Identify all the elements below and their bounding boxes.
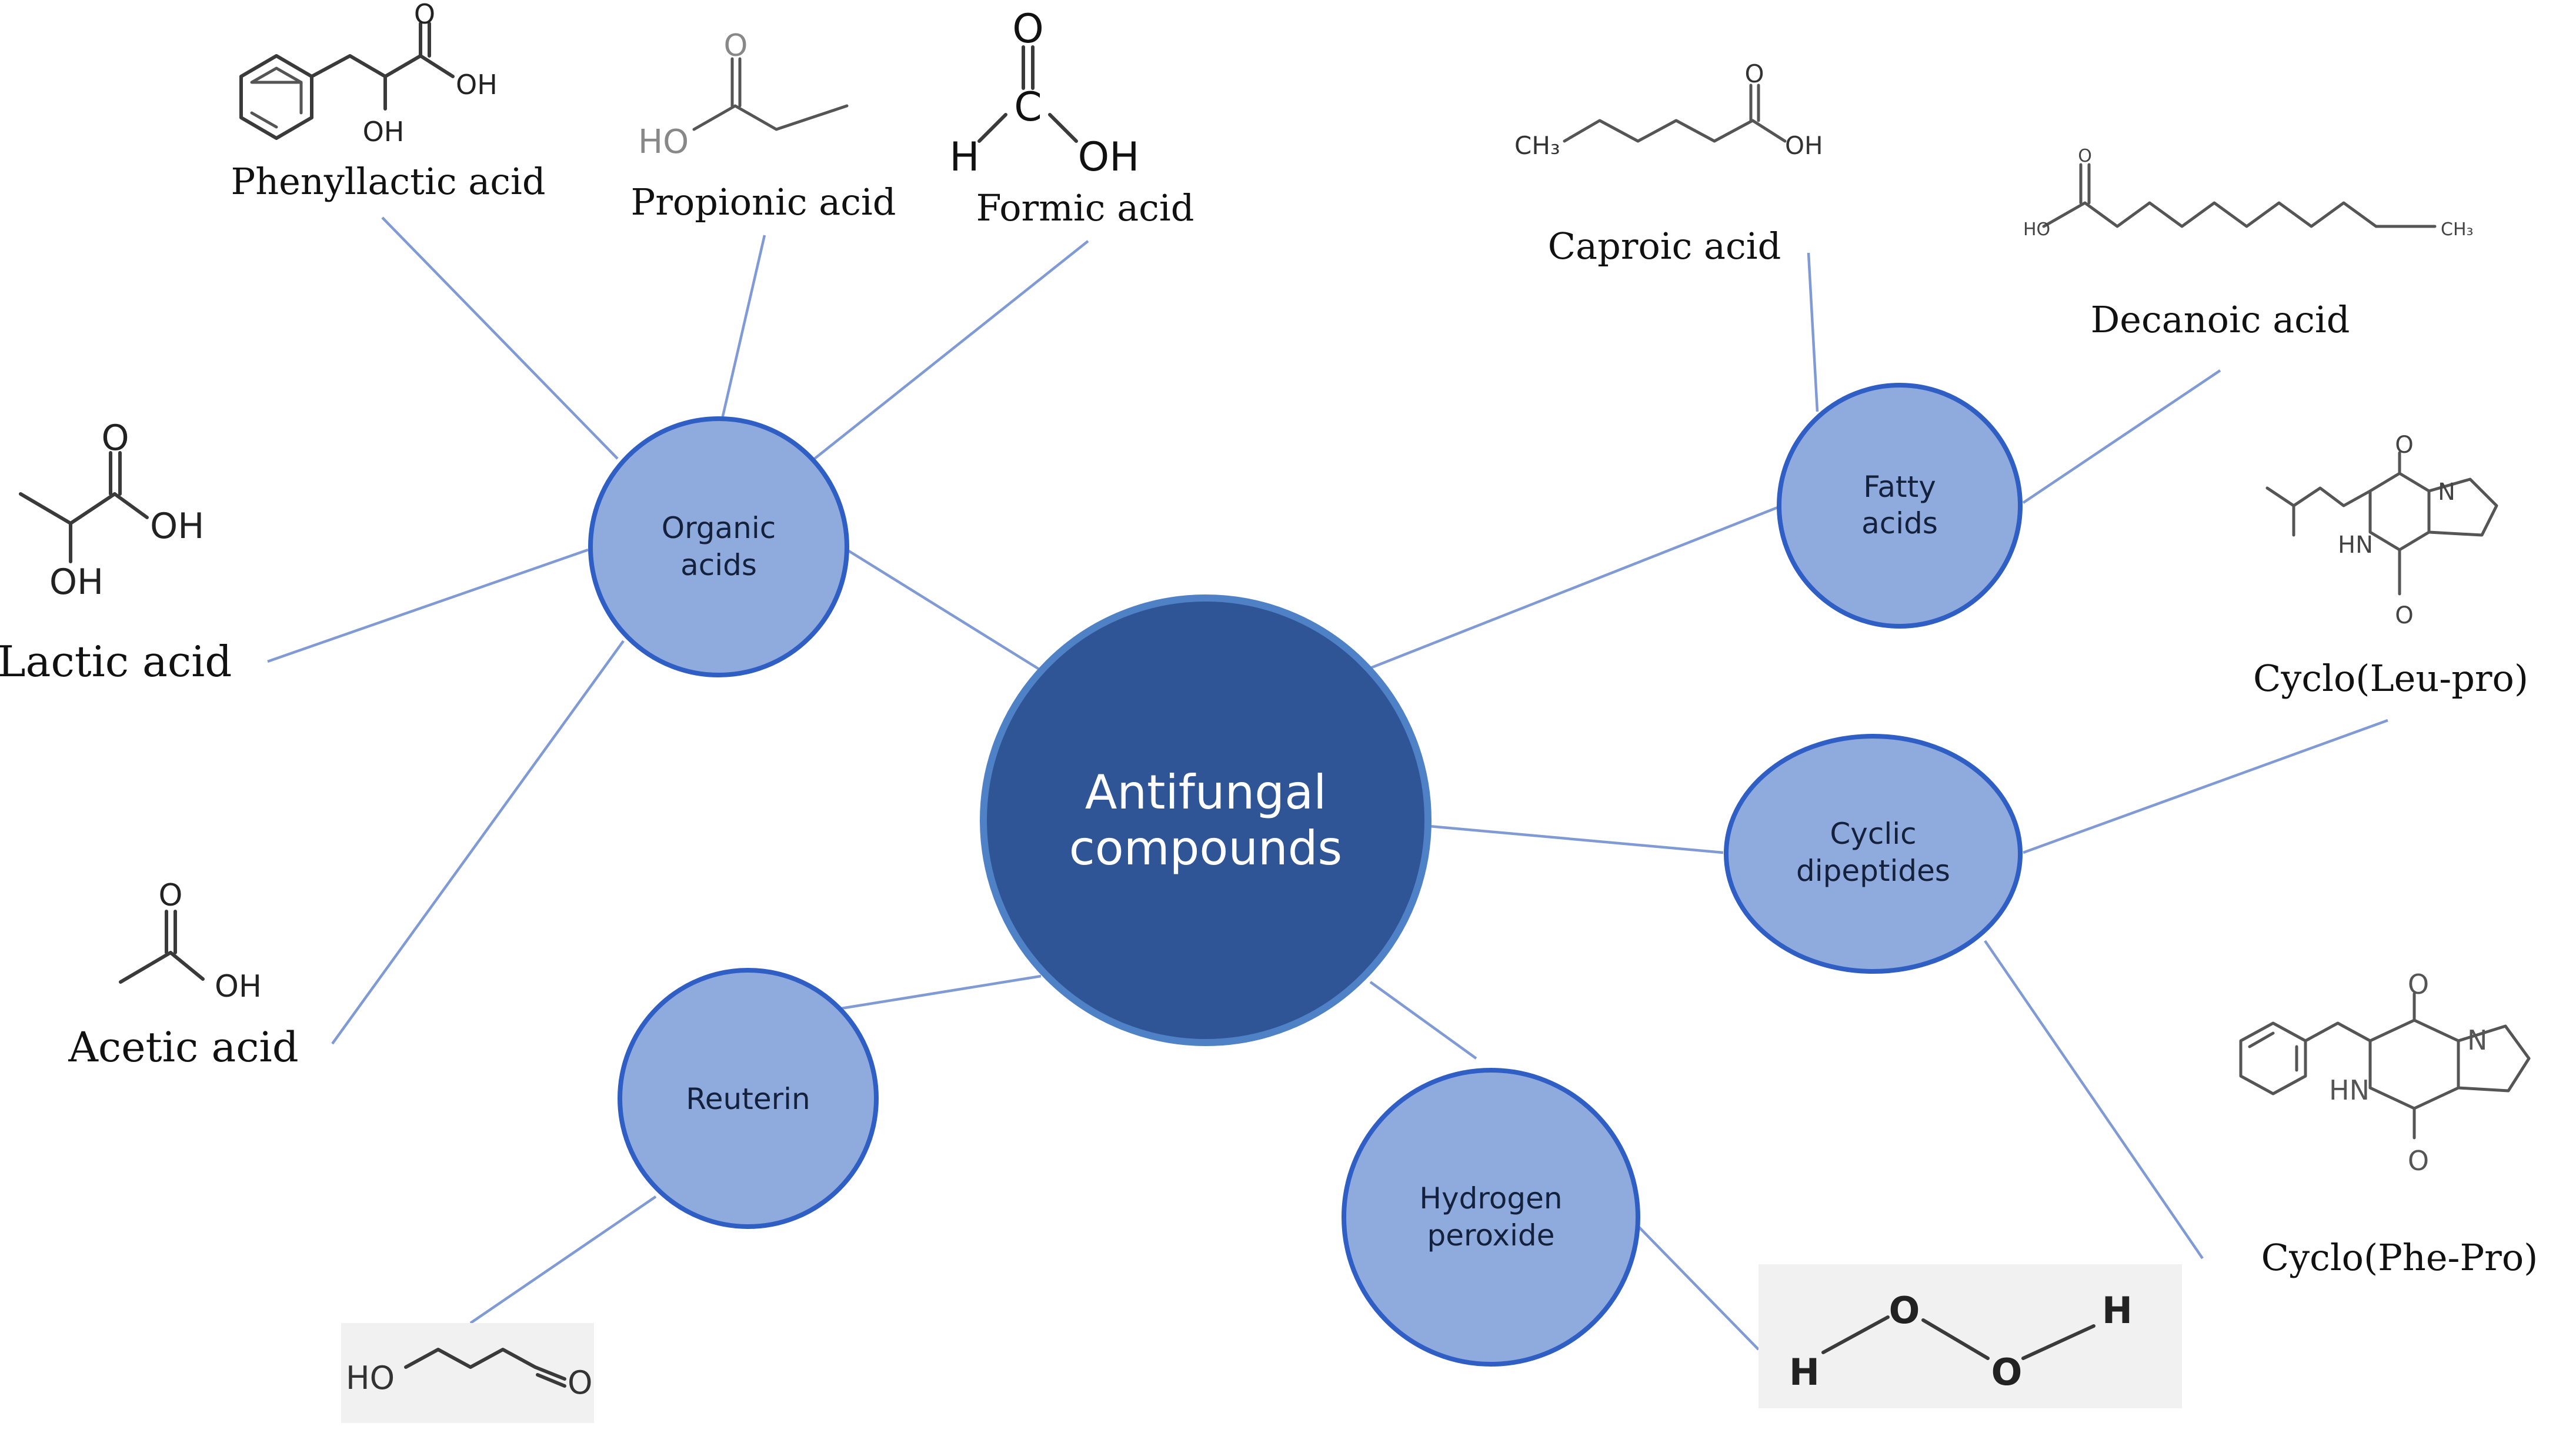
decanoic-atom-ch3: CH₃ xyxy=(2441,219,2474,240)
structure-hydrogen-peroxide: H O O H xyxy=(1759,1264,2182,1408)
label-lactic-acid: Lactic acid xyxy=(0,637,232,686)
connector-organic-phenyllactic xyxy=(381,216,619,460)
caproic-atom-oh: OH xyxy=(1785,131,1823,160)
node-cyclic-dipeptides[interactable]: Cyclic dipeptides xyxy=(1724,734,2023,974)
cyclophe-atom-n: N xyxy=(2467,1024,2487,1056)
connector-cyclic-cycloleu xyxy=(2023,719,2388,854)
connector-fatty-caproic xyxy=(1807,252,1819,412)
connector-organic-acetic xyxy=(331,640,625,1045)
cycloleu-atom-o-top: O xyxy=(2395,432,2413,459)
compound-labels: Phenyllactic acid Propionic acid Formic … xyxy=(0,160,2538,1279)
connector-center-organic xyxy=(846,549,1042,672)
label-phenyllactic-acid: Phenyllactic acid xyxy=(231,160,545,203)
reuterin-atom-ho: HO xyxy=(346,1359,395,1397)
phenyllactic-atom-o: O xyxy=(414,0,435,30)
structure-lactic-acid: O OH OH xyxy=(19,417,204,603)
label-acetic-acid: Acetic acid xyxy=(68,1023,298,1071)
lactic-atom-oh-alcohol: OH xyxy=(49,562,104,603)
node-fatty-label-line1: Fatty xyxy=(1863,470,1936,504)
node-antifungal-compounds[interactable]: Antifungal compounds xyxy=(980,594,1432,1046)
propionic-atom-ho: HO xyxy=(638,123,689,161)
structure-caproic-acid: CH₃ O OH xyxy=(1514,59,1823,160)
connector-center-fatty xyxy=(1364,504,1783,672)
peroxide-atom-h-left: H xyxy=(1789,1351,1820,1394)
cycloleu-atom-n: N xyxy=(2438,479,2455,506)
cycloleu-atom-o-bottom: O xyxy=(2395,602,2413,629)
node-reuterin[interactable]: Reuterin xyxy=(618,968,879,1229)
peroxide-atom-o-right: O xyxy=(1991,1351,2023,1394)
caproic-atom-ch3: CH₃ xyxy=(1514,131,1560,160)
acetic-atom-oh: OH xyxy=(215,969,262,1004)
decanoic-atom-o: O xyxy=(2078,146,2092,166)
connectors xyxy=(267,216,2388,1351)
connector-cyclic-cyclophe xyxy=(1984,940,2204,1260)
node-organic-label-line2: acids xyxy=(680,548,757,582)
phenyllactic-atom-oh-alcohol: OH xyxy=(363,116,405,148)
structure-cyclo-leu-pro: O O N HN xyxy=(2265,432,2498,629)
structure-cyclo-phe-pro: O O N HN xyxy=(2239,968,2531,1177)
structure-acetic-acid: O OH xyxy=(119,878,262,1004)
formic-atom-c: C xyxy=(1014,84,1042,131)
connector-center-hydrogen xyxy=(1369,981,1477,1060)
formic-atom-h: H xyxy=(949,134,979,181)
caproic-atom-o: O xyxy=(1744,59,1764,88)
lactic-atom-o: O xyxy=(101,417,129,459)
label-formic-acid: Formic acid xyxy=(976,186,1194,229)
node-cyclic-label-line2: dipeptides xyxy=(1796,854,1950,888)
formic-atom-oh: OH xyxy=(1078,134,1140,181)
connector-organic-lactic xyxy=(267,548,589,663)
connector-hydrogen-structure xyxy=(1637,1225,1760,1351)
node-organic-acids[interactable]: Organic acids xyxy=(588,416,849,677)
label-decanoic-acid: Decanoic acid xyxy=(2091,298,2350,341)
node-hydrogen-peroxide[interactable]: Hydrogen peroxide xyxy=(1342,1068,1640,1367)
node-fatty-label-line2: acids xyxy=(1861,506,1938,540)
connector-organic-formic xyxy=(813,240,1089,460)
node-cyclic-label-line1: Cyclic xyxy=(1830,817,1916,851)
center-title-line2: compounds xyxy=(1069,821,1342,876)
cycloleu-atom-hn: HN xyxy=(2338,532,2373,559)
node-organic-label-line1: Organic xyxy=(662,511,776,545)
connector-center-reuterin xyxy=(840,974,1042,1010)
node-fatty-acids[interactable]: Fatty acids xyxy=(1777,383,2023,629)
connector-organic-propionic xyxy=(719,235,766,427)
label-cyclo-phe-pro: Cyclo(Phe-Pro) xyxy=(2261,1236,2538,1279)
structure-propionic-acid: O HO xyxy=(638,28,849,161)
connector-center-cyclic xyxy=(1429,824,1724,854)
connector-reuterin-structure xyxy=(469,1195,657,1324)
cyclophe-atom-o-bottom: O xyxy=(2408,1145,2429,1177)
cyclophe-atom-hn: HN xyxy=(2329,1074,2370,1106)
structure-formic-acid: O C H OH xyxy=(949,6,1139,181)
phenyllactic-atom-oh-acid: OH xyxy=(456,69,498,101)
cyclophe-atom-o-top: O xyxy=(2408,968,2429,1000)
reuterin-atom-o: O xyxy=(568,1364,593,1401)
label-caproic-acid: Caproic acid xyxy=(1548,225,1781,268)
center-title-line1: Antifungal xyxy=(1085,765,1327,820)
acetic-atom-o: O xyxy=(159,878,183,913)
structure-phenyllactic-acid: O OH OH xyxy=(239,0,498,148)
hydrogen-structure-background xyxy=(1759,1264,2182,1408)
peroxide-atom-h-right: H xyxy=(2102,1289,2133,1332)
node-hydrogen-label-line1: Hydrogen xyxy=(1419,1181,1562,1215)
structure-decanoic-acid: O HO CH₃ xyxy=(2023,146,2474,240)
node-hydrogen-label-line2: peroxide xyxy=(1427,1218,1555,1252)
decanoic-atom-ho: HO xyxy=(2023,219,2050,240)
lactic-atom-oh-acid: OH xyxy=(150,506,204,547)
propionic-atom-o: O xyxy=(724,28,748,64)
peroxide-atom-o-left: O xyxy=(1889,1289,1920,1332)
structure-reuterin: HO O xyxy=(341,1323,594,1423)
connector-fatty-decanoic xyxy=(2022,369,2221,504)
node-reuterin-label: Reuterin xyxy=(686,1082,810,1116)
label-cyclo-leu-pro: Cyclo(Leu-pro) xyxy=(2253,657,2528,700)
label-propionic-acid: Propionic acid xyxy=(631,181,896,223)
formic-atom-o: O xyxy=(1012,6,1044,52)
